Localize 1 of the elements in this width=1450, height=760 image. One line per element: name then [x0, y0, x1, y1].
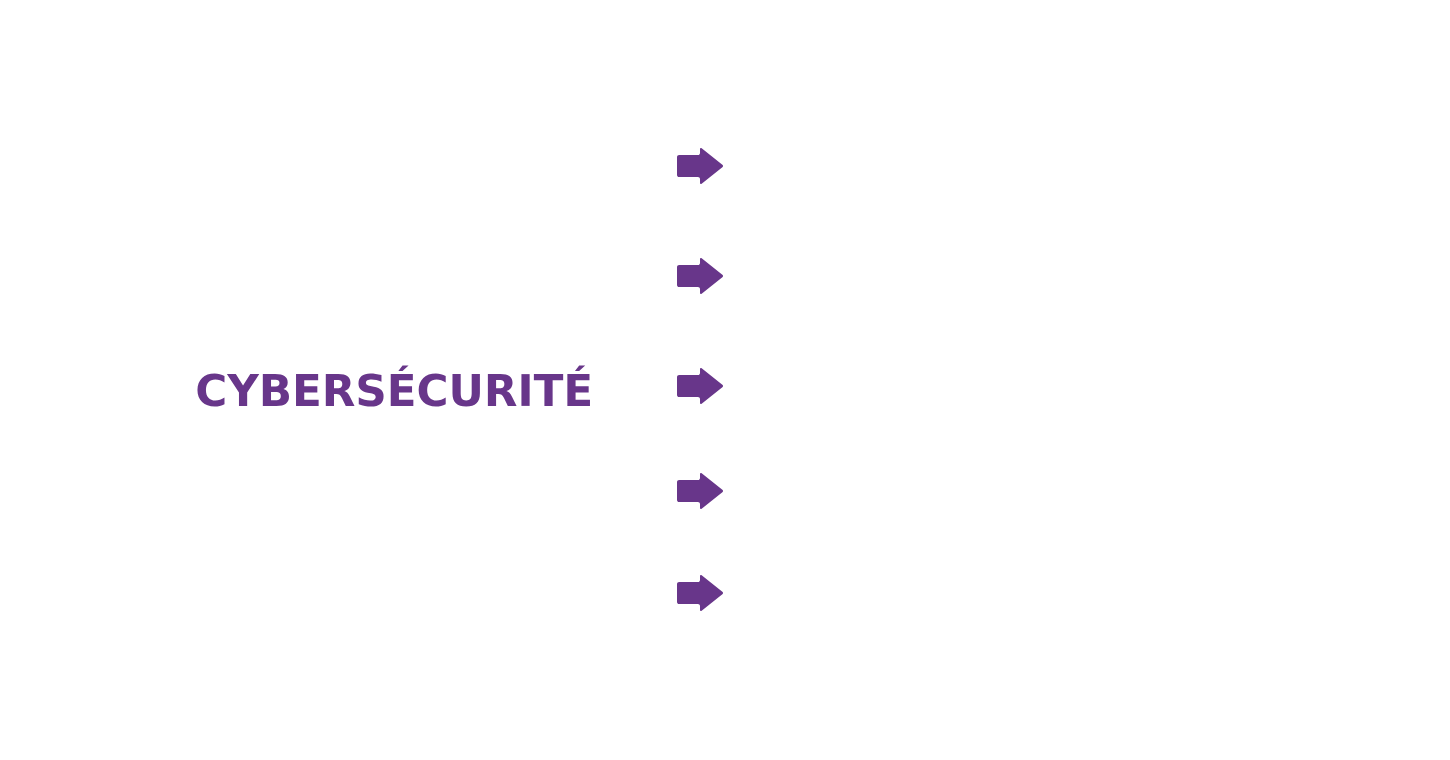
heading: CYBERSÉCURITÉ — [197, 365, 590, 407]
